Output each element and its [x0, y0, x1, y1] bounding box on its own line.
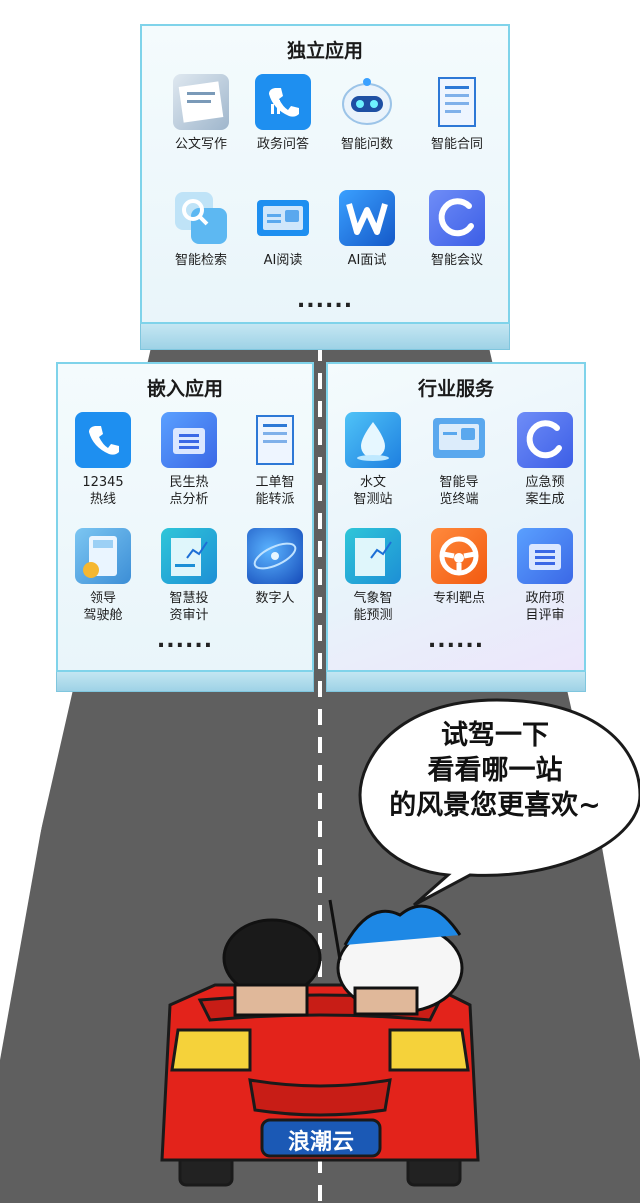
app-label: 气象智 能预测 — [353, 591, 393, 623]
app-smart-data-qa[interactable]: 智能问数 — [324, 74, 410, 153]
phone-icon — [255, 74, 311, 130]
document-photo-icon — [173, 74, 229, 130]
app-label: 智能导 览终端 — [439, 475, 479, 507]
search-icon — [173, 190, 229, 246]
list-card-icon — [517, 528, 573, 584]
speech-bubble-text: 试驾一下 看看哪一站 的风景您更喜欢~ — [389, 720, 601, 821]
road-shoulder-left — [0, 640, 75, 1060]
driver-figure — [222, 918, 322, 1017]
app-label: 数字人 — [255, 591, 295, 606]
contract-icon — [247, 412, 303, 468]
app-label: AI阅读 — [263, 253, 303, 268]
meeting-ring-icon — [429, 190, 485, 246]
app-label: 水文 智测站 — [353, 475, 393, 507]
app-ai-reading[interactable]: AI阅读 — [240, 190, 326, 269]
ai-reading-icon — [255, 190, 311, 246]
embedded-apps-panel: 嵌入应用 12345 热线 民生热 点分析 工单智 能转派 领导 驾驶舱 智慧投… — [56, 362, 314, 672]
ai-reading-icon — [431, 412, 487, 468]
app-emergency-plan[interactable]: 应急预 案生成 — [502, 412, 588, 508]
industry-services-panel: 行业服务 水文 智测站 智能导 览终端 应急预 案生成 气象智 能预测 专利靶点 — [326, 362, 586, 672]
globe-icon — [247, 528, 303, 584]
panel-title: 独立应用 — [286, 40, 363, 62]
car-headlight-left — [170, 1028, 252, 1072]
app-leader-cockpit[interactable]: 领导 驾驶舱 — [60, 528, 146, 624]
app-label: 专利靶点 — [432, 591, 485, 606]
app-label: 12345 热线 — [82, 475, 124, 507]
more-indicator: ...... — [156, 628, 214, 653]
app-smart-search[interactable]: 智能检索 — [158, 190, 244, 269]
app-label: 智能合同 — [430, 137, 483, 152]
app-label: 智能会议 — [430, 253, 483, 268]
w-logo-icon — [339, 190, 395, 246]
app-ai-interview[interactable]: AI面试 — [324, 190, 410, 269]
app-label: 民生热 点分析 — [169, 475, 209, 507]
app-label: 智能检索 — [174, 253, 227, 268]
steering-wheel-icon — [431, 528, 487, 584]
app-label: 领导 驾驶舱 — [83, 591, 123, 623]
app-smart-contract[interactable]: 智能合同 — [414, 74, 500, 153]
app-label: 智能问数 — [340, 137, 393, 152]
more-indicator: ...... — [427, 628, 485, 653]
app-12345-hotline[interactable]: 12345 热线 — [60, 412, 146, 508]
app-label: 政务问答 — [256, 137, 309, 152]
app-digital-human[interactable]: 数字人 — [232, 528, 318, 607]
app-patent-target[interactable]: 专利靶点 — [416, 528, 502, 607]
independent-panel-base — [140, 320, 510, 350]
app-weather-forecast[interactable]: 气象智 能预测 — [330, 528, 416, 624]
app-label: AI面试 — [347, 253, 387, 268]
speech-bubble — [358, 698, 640, 907]
list-card-icon — [161, 412, 217, 468]
app-smart-guide-terminal[interactable]: 智能导 览终端 — [416, 412, 502, 508]
app-label: 智慧投 资审计 — [169, 591, 209, 623]
independent-apps-panel: 独立应用 公文写作 政务问答 智能问数 智能合同 智能检索 — [140, 24, 510, 324]
app-work-order-dispatch[interactable]: 工单智 能转派 — [232, 412, 318, 508]
app-label: 政府项 目评审 — [525, 591, 565, 623]
app-label: 公文写作 — [174, 137, 227, 152]
phone-icon — [75, 412, 131, 468]
meeting-ring-icon — [517, 412, 573, 468]
mascot-figure — [328, 899, 464, 1016]
app-label: 工单智 能转派 — [255, 475, 295, 507]
chart-doc-icon — [345, 528, 401, 584]
water-drop-icon — [345, 412, 401, 468]
panel-title: 行业服务 — [417, 378, 494, 400]
app-hydrology-station[interactable]: 水文 智测站 — [330, 412, 416, 508]
chart-doc-icon — [161, 528, 217, 584]
panel-title: 嵌入应用 — [146, 378, 223, 400]
calculator-icon — [75, 528, 131, 584]
contract-icon — [429, 74, 485, 130]
red-car — [160, 983, 480, 1187]
embedded-panel-base — [56, 668, 314, 692]
app-investment-audit[interactable]: 智慧投 资审计 — [146, 528, 232, 624]
license-plate — [260, 1118, 382, 1158]
robot-icon — [339, 74, 395, 130]
app-government-project-review[interactable]: 政府项 目评审 — [502, 528, 588, 624]
license-plate-text: 浪潮云 — [287, 1130, 354, 1155]
app-smart-meeting[interactable]: 智能会议 — [414, 190, 500, 269]
app-official-writing[interactable]: 公文写作 — [158, 74, 244, 153]
app-label: 应急预 案生成 — [525, 475, 565, 507]
app-livelihood-hotspot[interactable]: 民生热 点分析 — [146, 412, 232, 508]
car-headlight-right — [388, 1028, 470, 1072]
app-government-qa[interactable]: 政务问答 — [240, 74, 326, 153]
more-indicator: ...... — [296, 288, 354, 313]
